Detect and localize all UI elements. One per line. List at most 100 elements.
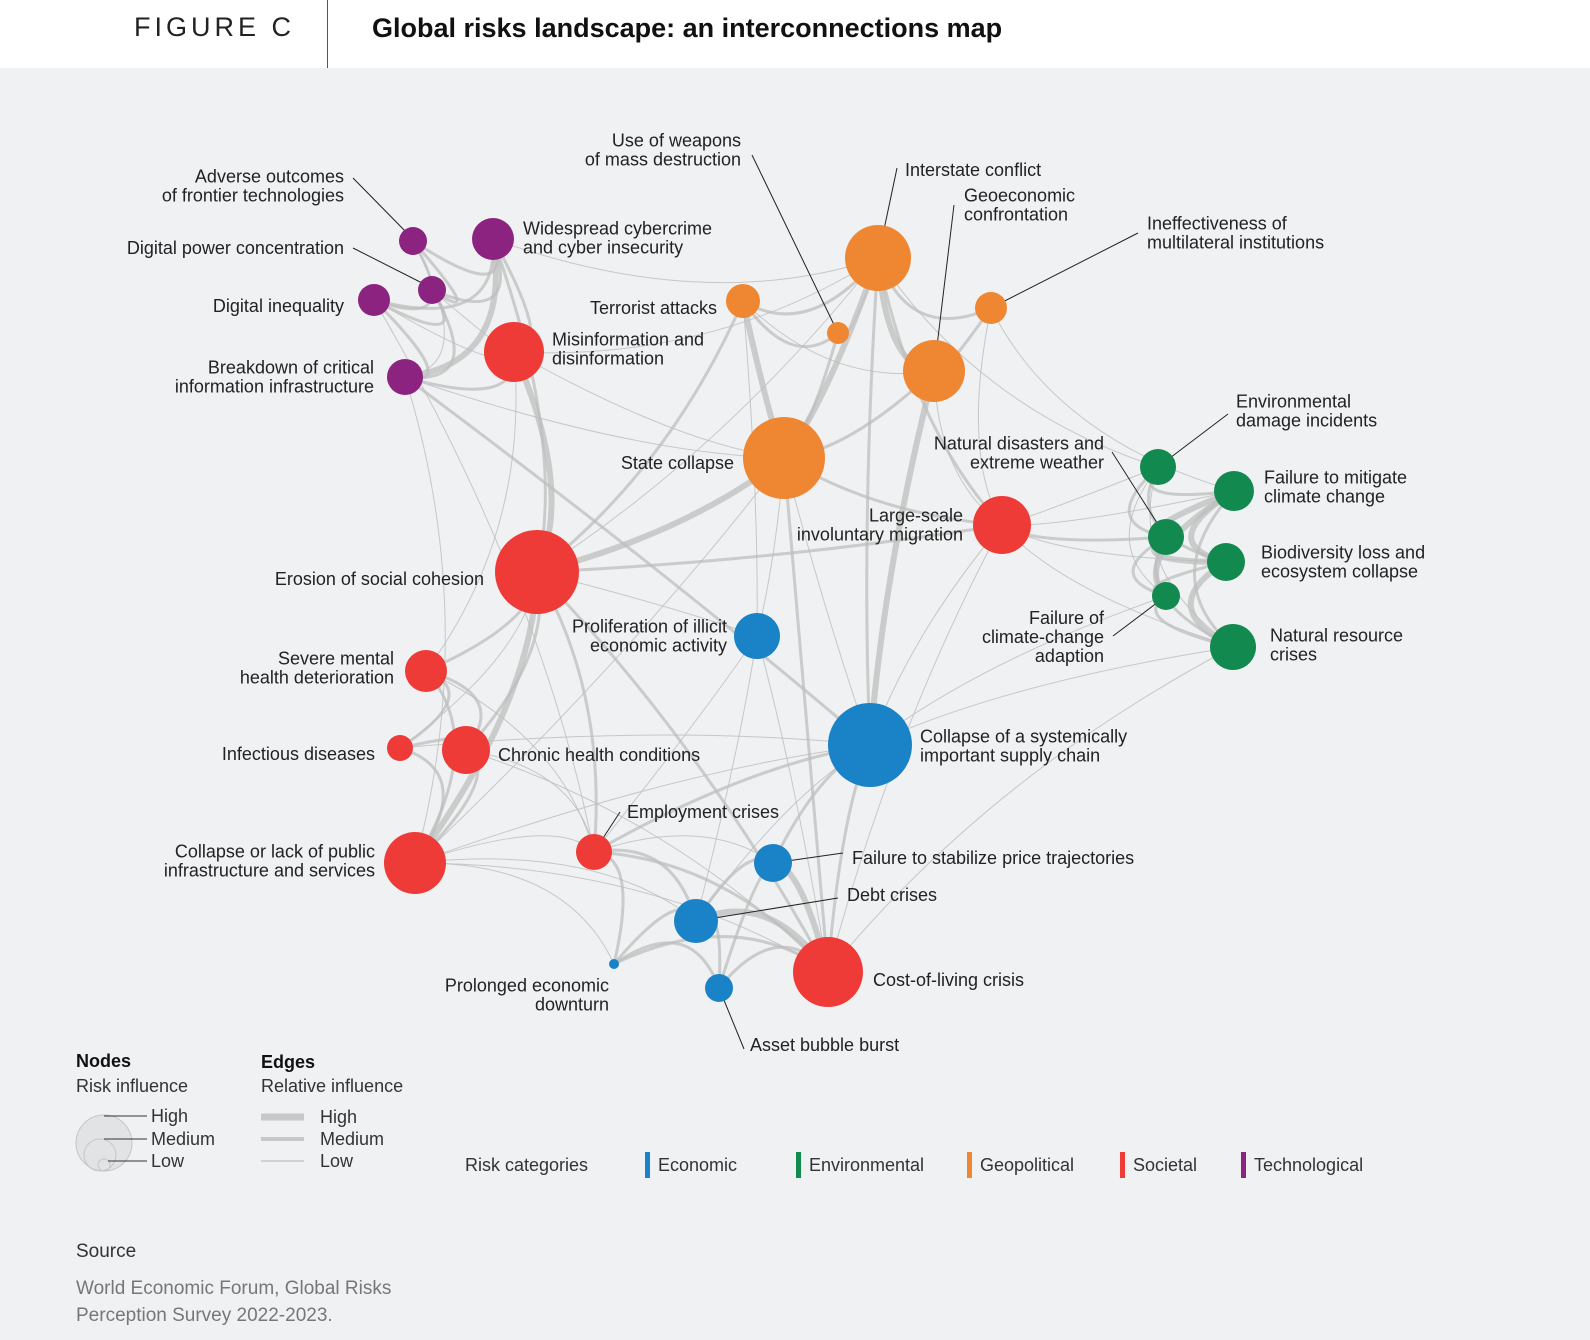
legend-edges-title: Edges: [261, 1052, 315, 1072]
node-label-line: Breakdown of critical: [208, 358, 374, 378]
node-mitigate[interactable]: [1214, 471, 1254, 511]
edge: [1128, 466, 1167, 597]
node-chronic[interactable]: [442, 726, 490, 774]
leader-line-debt: [695, 897, 839, 922]
node-biodiversity[interactable]: [1207, 543, 1245, 581]
node-prolonged[interactable]: [609, 959, 619, 969]
header-divider: [327, 0, 328, 68]
node-mental[interactable]: [405, 650, 447, 692]
legend-node-level-low: Low: [151, 1151, 185, 1171]
node-label-line: and cyber insecurity: [523, 238, 683, 258]
legend-swatch-environmental: [796, 1152, 801, 1178]
edge: [869, 595, 1167, 746]
node-envdamage[interactable]: [1140, 449, 1176, 485]
node-label-inequality: Digital inequality: [213, 296, 344, 316]
node-cost[interactable]: [793, 937, 863, 1007]
node-employment[interactable]: [576, 834, 612, 870]
edge: [593, 835, 774, 864]
node-interstate[interactable]: [845, 225, 911, 291]
node-wmd[interactable]: [827, 322, 849, 344]
edge: [492, 238, 879, 284]
legend-category-economic: Economic: [658, 1155, 737, 1175]
node-terrorist[interactable]: [726, 284, 760, 318]
legend-category-technological: Technological: [1254, 1155, 1363, 1175]
legend-category-environmental: Environmental: [809, 1155, 924, 1175]
node-state[interactable]: [743, 417, 825, 499]
node-label-line: economic activity: [590, 636, 727, 656]
edge: [425, 351, 517, 672]
node-misinfo[interactable]: [484, 322, 544, 382]
edge: [414, 862, 615, 965]
legend-swatch-societal: [1120, 1152, 1125, 1178]
edge: [414, 858, 697, 922]
edge: [876, 257, 1004, 527]
node-resource[interactable]: [1210, 624, 1256, 670]
edge: [990, 307, 1235, 492]
node-label-line: health deterioration: [240, 668, 394, 688]
node-frontier[interactable]: [399, 227, 427, 255]
figure-label: FIGURE C: [134, 12, 296, 42]
legend-nodes-title: Nodes: [76, 1051, 131, 1071]
legend-node-level-high: High: [151, 1106, 188, 1126]
legend-swatch-technological: [1241, 1152, 1246, 1178]
node-label-line: ecosystem collapse: [1261, 562, 1418, 582]
node-debt[interactable]: [674, 899, 718, 943]
node-label-line: Asset bubble burst: [750, 1035, 899, 1055]
edge: [613, 941, 721, 989]
node-label-line: Large-scale: [869, 506, 963, 526]
node-label-line: Geoeconomic: [964, 186, 1075, 206]
node-label-line: State collapse: [621, 453, 734, 473]
node-power[interactable]: [418, 276, 446, 304]
edge: [741, 300, 839, 349]
node-price[interactable]: [754, 844, 792, 882]
node-infra[interactable]: [387, 359, 423, 395]
node-label-line: Ineffectiveness of: [1147, 214, 1288, 234]
node-cyber[interactable]: [472, 218, 514, 260]
legend-nodes-subtitle: Risk influence: [76, 1076, 188, 1096]
node-label-line: Failure to mitigate: [1264, 468, 1407, 488]
node-label-line: crises: [1270, 645, 1317, 665]
node-label-line: disinformation: [552, 349, 664, 369]
legend-category-geopolitical: Geopolitical: [980, 1155, 1074, 1175]
node-cohesion[interactable]: [495, 530, 579, 614]
leader-line-multilateral: [990, 232, 1139, 309]
legend-swatch-geopolitical: [967, 1152, 972, 1178]
source-text: World Economic Forum, Global Risks Perce…: [76, 1278, 392, 1326]
node-label-line: Adverse outcomes: [195, 167, 344, 187]
node-label-line: Prolonged economic: [445, 976, 609, 996]
edge: [412, 571, 540, 865]
node-bubble[interactable]: [705, 974, 733, 1002]
legend-edge-level-high: High: [320, 1107, 357, 1127]
node-illicit[interactable]: [734, 613, 780, 659]
edge: [465, 749, 595, 853]
edge: [827, 646, 1234, 973]
node-naturaldis[interactable]: [1148, 519, 1184, 555]
node-adaption[interactable]: [1152, 582, 1180, 610]
node-geoeco[interactable]: [903, 340, 965, 402]
node-multilateral[interactable]: [975, 292, 1007, 324]
node-publicinfra[interactable]: [384, 832, 446, 894]
legend-edge-level-medium: Medium: [320, 1129, 384, 1149]
leader-line-frontier: [352, 177, 411, 237]
node-infectious[interactable]: [387, 735, 413, 761]
node-supply[interactable]: [828, 703, 912, 787]
node-inequality[interactable]: [358, 284, 390, 316]
node-label-line: Widespread cybercrime: [523, 219, 712, 239]
node-label-line: Use of weapons: [612, 131, 741, 151]
legend-edges-subtitle: Relative influence: [261, 1076, 403, 1096]
node-label-line: Collapse of a systemically: [920, 727, 1127, 747]
node-migration[interactable]: [973, 496, 1031, 554]
legend-edge-level-low: Low: [320, 1151, 354, 1171]
edge: [414, 744, 871, 864]
nodes-layer: [358, 218, 1256, 1007]
node-label-line: extreme weather: [970, 453, 1104, 473]
